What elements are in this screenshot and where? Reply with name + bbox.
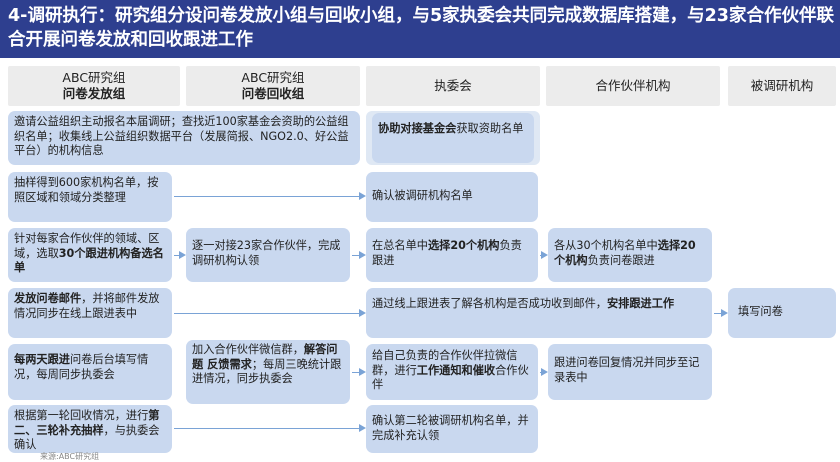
column-header-line2: 问卷回收组 — [241, 86, 305, 101]
column-header-line1: 合作伙伴机构 — [595, 78, 671, 93]
row5-committee-text-2: 合作伙伴 — [372, 363, 529, 392]
row5-collector-box: 加入合作伙伴微信群，解答问题 反馈需求；每周三晚统计跟进情况，同步执委会 — [186, 340, 350, 404]
row3-sender-box: 针对每家合作伙伴的领域、区域，选取30个跟进机构备选名单 — [8, 228, 172, 282]
row4-sender-bold: 发放问卷邮件 — [14, 292, 82, 305]
row6-committee-text: 确认第二轮被调研机构名单，并完成补充认领 — [372, 414, 529, 442]
row5-partner-box: 跟进问卷回复情况并同步至记录表中 — [548, 344, 712, 400]
row2-sender-box: 抽样得到600家机构名单，按照区域和领域分类整理 — [8, 172, 172, 222]
row3-partner-text: 各从30个机构名单中 — [554, 239, 658, 252]
row3-partner-text-2: 负责问卷跟进 — [587, 253, 655, 267]
row5-partner-text: 跟进问卷回复情况并同步至记录表中 — [554, 356, 700, 384]
row6-sender-text: 根据第一轮回收情况，进行 — [14, 409, 149, 422]
column-header-partners: 合作伙伴机构 — [546, 66, 720, 106]
row2-sender-text: 抽样得到600家机构名单，按照区域和领域分类整理 — [14, 176, 159, 204]
row5-collector-text: 加入合作伙伴微信群， — [192, 343, 304, 356]
row5-committee-box: 给自己负责的合作伙伴拉微信群，进行工作通知和催收合作伙伴 — [366, 344, 538, 400]
row3-collector-text: 逐一对接23家合作伙伴，完成调研机构认领 — [192, 239, 341, 267]
row4-surveyed-text: 填写问卷 — [738, 305, 783, 318]
row3-arrow-2 — [352, 251, 366, 259]
column-header-line1: ABC研究组 — [241, 70, 305, 85]
page-title: 4-调研执行：研究组分设问卷发放小组与回收小组，与5家执委会共同完成数据库搭建，… — [8, 6, 834, 50]
row1-committee-bold: 协助对接基金会 — [378, 122, 457, 135]
column-header-collector-group: ABC研究组 问卷回收组 — [186, 66, 360, 106]
row6-sender-text-2: ，与执委会确认 — [14, 423, 160, 452]
row4-arrow-2 — [714, 309, 728, 317]
row6-sender-bold: 第二、三轮补充抽样 — [14, 409, 160, 437]
row6-sender-box: 根据第一轮回收情况，进行第二、三轮补充抽样，与执委会确认 — [8, 405, 172, 453]
column-header-surveyed-orgs: 被调研机构 — [728, 66, 836, 106]
footnote: 来源:ABC研究组 — [40, 452, 100, 461]
row4-surveyed-box: 填写问卷 — [728, 288, 836, 338]
column-header-line1: 被调研机构 — [750, 78, 814, 93]
row1-committee-text: 获取资助名单 — [456, 122, 524, 135]
title-bar: 4-调研执行：研究组分设问卷发放小组与回收小组，与5家执委会共同完成数据库搭建，… — [0, 0, 840, 58]
row3-sender-text: 针对每家合作伙伴的领域、区域，选取 — [14, 232, 160, 260]
row6-committee-box: 确认第二轮被调研机构名单，并完成补充认领 — [366, 405, 538, 453]
row5-collector-text-2: ；每周三晚统计跟进情况，同步执委会 — [192, 357, 342, 386]
row5-sender-text: 问卷后台填写情况，每周同步执委会 — [14, 353, 149, 381]
row4-committee-bold: 安排跟进工作 — [606, 297, 675, 310]
row3-arrow-1 — [174, 251, 186, 259]
row4-arrow-1 — [174, 309, 366, 317]
row4-committee-text: 通过线上跟进表了解各机构是否成功收到邮件， — [372, 297, 607, 310]
row3-committee-text: 在总名单中 — [372, 239, 428, 252]
column-header-line1: 执委会 — [434, 78, 472, 93]
row5-committee-text: 给自己负责的合作伙伴拉微信群，进行 — [372, 349, 518, 377]
row1-sender-text: 邀请公益组织主动报名本届调研；查找近100家基金会资助的公益组织名单；收集线上公… — [14, 115, 349, 157]
row2-committee-box: 确认被调研机构名单 — [366, 172, 538, 222]
row1-sender-box: 邀请公益组织主动报名本届调研；查找近100家基金会资助的公益组织名单；收集线上公… — [8, 111, 360, 165]
row3-committee-text-2: 负责跟进 — [372, 239, 522, 267]
row3-sender-bold: 30个跟进机构备选名单 — [14, 246, 164, 275]
row1-committee-box: 协助对接基金会获取资助名单 — [372, 113, 534, 163]
row2-committee-text: 确认被调研机构名单 — [372, 189, 473, 202]
row2-arrow — [174, 192, 366, 200]
row5-committee-bold: 工作通知和催收 — [416, 363, 496, 377]
column-header-sender-group: ABC研究组 问卷发放组 — [8, 66, 180, 106]
row4-committee-box: 通过线上跟进表了解各机构是否成功收到邮件，安排跟进工作 — [366, 288, 712, 338]
row6-arrow — [174, 424, 366, 432]
row5-sender-box: 每两天跟进问卷后台填写情况，每周同步执委会 — [8, 344, 172, 400]
row4-sender-box: 发放问卷邮件，并将邮件发放情况同步在线上跟进表中 — [8, 288, 172, 338]
row3-arrow-3 — [540, 251, 548, 259]
row3-collector-box: 逐一对接23家合作伙伴，完成调研机构认领 — [186, 228, 350, 282]
row5-arrow-2 — [540, 368, 548, 376]
row3-committee-box: 在总名单中选择20个机构负责跟进 — [366, 228, 538, 282]
row3-committee-bold: 选择20个机构 — [427, 239, 500, 252]
row3-partner-bold: 选择20个机构 — [554, 239, 696, 267]
row3-partner-box: 各从30个机构名单中选择20个机构负责问卷跟进 — [548, 228, 712, 282]
column-header-line2: 问卷发放组 — [62, 86, 126, 101]
row5-sender-bold: 每两天跟进 — [14, 353, 70, 366]
row5-collector-bold: 解答问题 反馈需求 — [192, 343, 338, 371]
column-header-committee: 执委会 — [366, 66, 540, 106]
row4-sender-text: ，并将邮件发放情况同步在线上跟进表中 — [14, 292, 160, 320]
column-header-line1: ABC研究组 — [62, 70, 126, 85]
row5-arrow-1 — [352, 368, 366, 376]
